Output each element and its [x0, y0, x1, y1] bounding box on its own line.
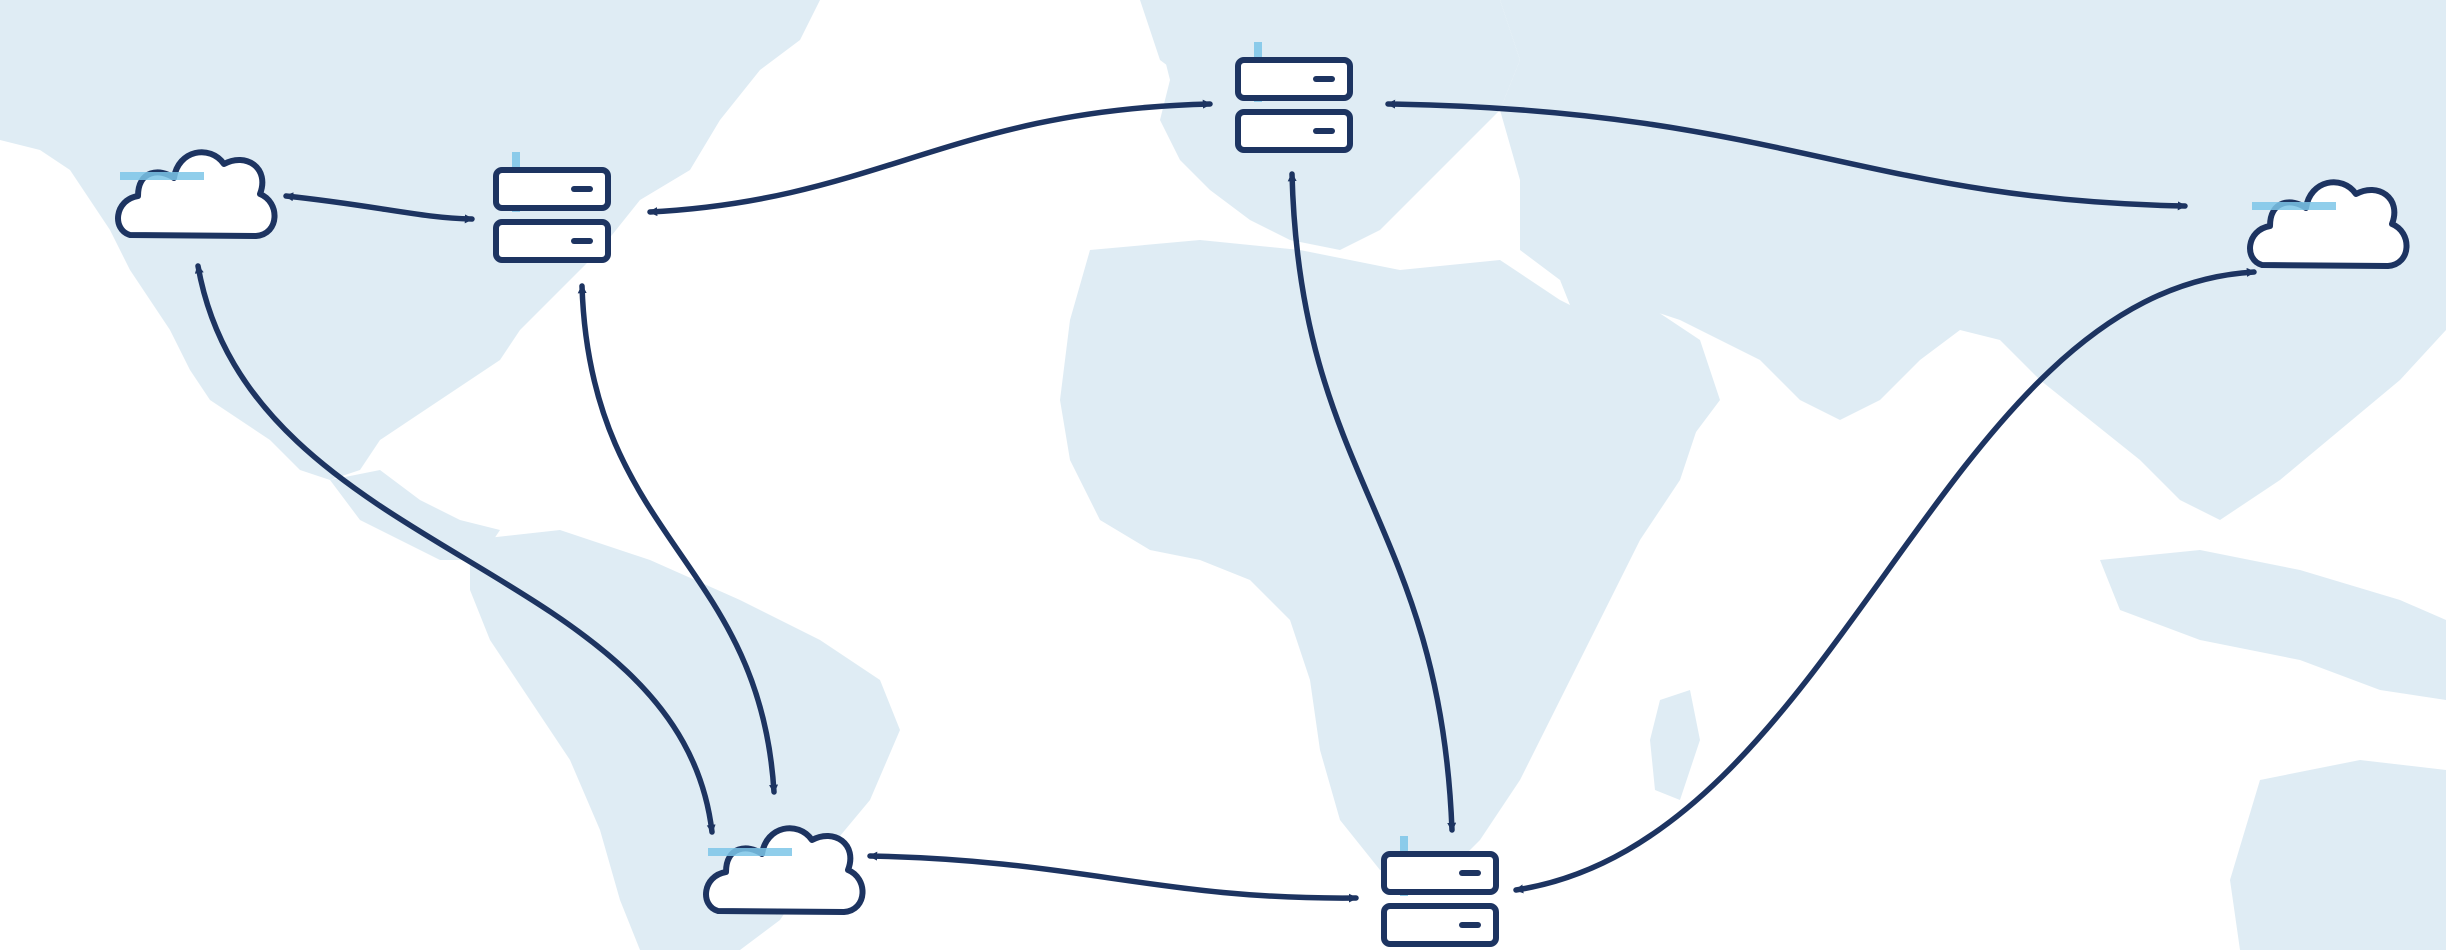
server-icon — [1381, 836, 1499, 947]
link-cloud-south-america-to-server-south-africa — [867, 851, 1359, 903]
land-australia — [2230, 760, 2446, 950]
link-cloud-na-west-to-server-na-east — [283, 192, 475, 224]
link-server-europe-to-cloud-east-asia — [1385, 99, 2188, 211]
server-icon — [493, 152, 611, 263]
cloud-accent-bar — [2252, 202, 2336, 210]
cloud-accent-bar — [120, 172, 204, 180]
land-madagascar — [1650, 690, 1700, 800]
links-layer — [194, 99, 2257, 903]
cloud-accent-bar — [708, 848, 792, 856]
link-server-na-east-to-server-europe — [647, 99, 1213, 217]
server-unit-bottom — [1381, 903, 1499, 947]
cloud-icon — [703, 825, 866, 915]
server-unit-top — [1381, 851, 1499, 895]
land-north-america — [0, 0, 820, 480]
link-server-south-africa-to-cloud-east-asia — [1513, 267, 2257, 894]
server-unit-top — [493, 167, 611, 211]
server-unit-bottom — [493, 219, 611, 263]
link-server-europe-to-server-south-africa — [1287, 171, 1457, 833]
server-icon — [1235, 42, 1353, 153]
cloud-icon — [2247, 179, 2410, 269]
link-server-na-east-to-cloud-south-america — [577, 283, 779, 795]
cloud-icon — [115, 149, 278, 239]
land-indonesia — [2100, 550, 2446, 700]
server-unit-top — [1235, 57, 1353, 101]
server-unit-bottom — [1235, 109, 1353, 153]
